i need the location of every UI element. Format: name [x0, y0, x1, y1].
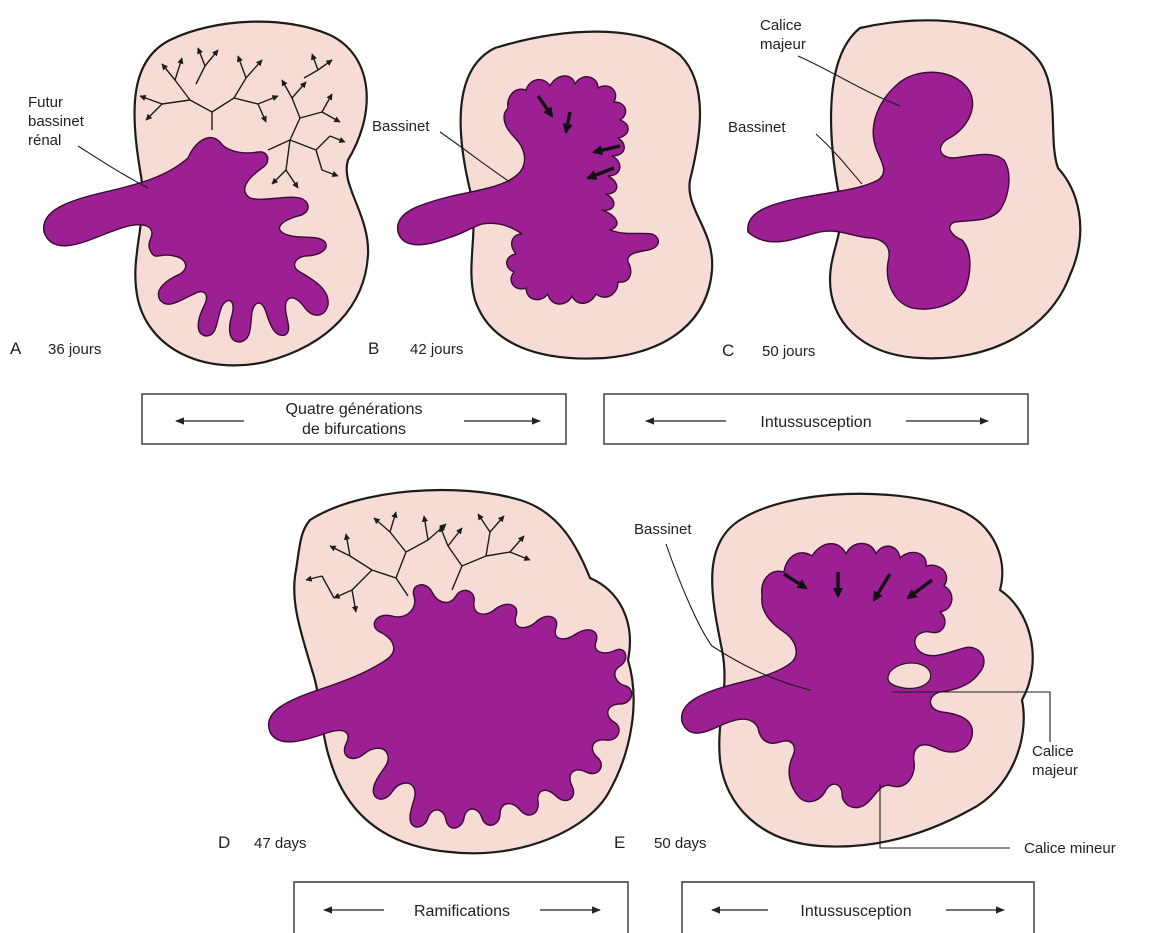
box-four-generations-line-2: de bifurcations	[302, 421, 406, 438]
panel-a-label-line-3: rénal	[28, 132, 61, 149]
panel-c-calyx-label-line-2: majeur	[760, 36, 806, 53]
panel-c: Calice majeur Bassinet C 50 jours	[722, 17, 1080, 360]
panel-e-major-calyx-line-2: majeur	[1032, 762, 1078, 779]
panel-d: D 47 days	[218, 490, 634, 853]
box-intussusception-bottom: Intussusception	[682, 882, 1034, 933]
panel-e-major-calyx-line-1: Calice	[1032, 743, 1074, 760]
panel-c-calyx-label-line-1: Calice	[760, 17, 802, 34]
panel-c-age: 50 jours	[762, 343, 815, 360]
box-ramifications-label: Ramifications	[414, 903, 510, 920]
panel-c-pelvis-label: Bassinet	[728, 119, 786, 136]
panel-d-age: 47 days	[254, 835, 307, 852]
panel-a-letter: A	[10, 339, 22, 358]
box-ramifications: Ramifications	[294, 882, 628, 933]
panel-b-age: 42 jours	[410, 341, 463, 358]
panel-b-letter: B	[368, 339, 379, 358]
panel-e-age: 50 days	[654, 835, 707, 852]
panel-b-label: Bassinet	[372, 118, 430, 135]
panel-e-letter: E	[614, 833, 625, 852]
panel-a-age: 36 jours	[48, 341, 101, 358]
panel-c-letter: C	[722, 341, 734, 360]
box-intussusception-bottom-label: Intussusception	[800, 903, 911, 920]
panel-e: Bassinet Calice majeur Calice mineur E 5…	[614, 494, 1116, 857]
panel-e-pelvis-label: Bassinet	[634, 521, 692, 538]
panel-d-letter: D	[218, 833, 230, 852]
panel-b: Bassinet B 42 jours	[368, 32, 712, 359]
panel-a: Futur bassinet rénal A 36 jours	[10, 22, 368, 366]
box-four-generations-line-1: Quatre générations	[286, 401, 423, 418]
box-intussusception-top-label: Intussusception	[760, 414, 871, 431]
panel-a-label-line-2: bassinet	[28, 113, 85, 130]
panel-a-label-line-1: Futur	[28, 94, 63, 111]
box-intussusception-top: Intussusception	[604, 394, 1028, 444]
panel-e-minor-calyx-label: Calice mineur	[1024, 840, 1116, 857]
box-four-generations: Quatre générations de bifurcations	[142, 394, 566, 444]
